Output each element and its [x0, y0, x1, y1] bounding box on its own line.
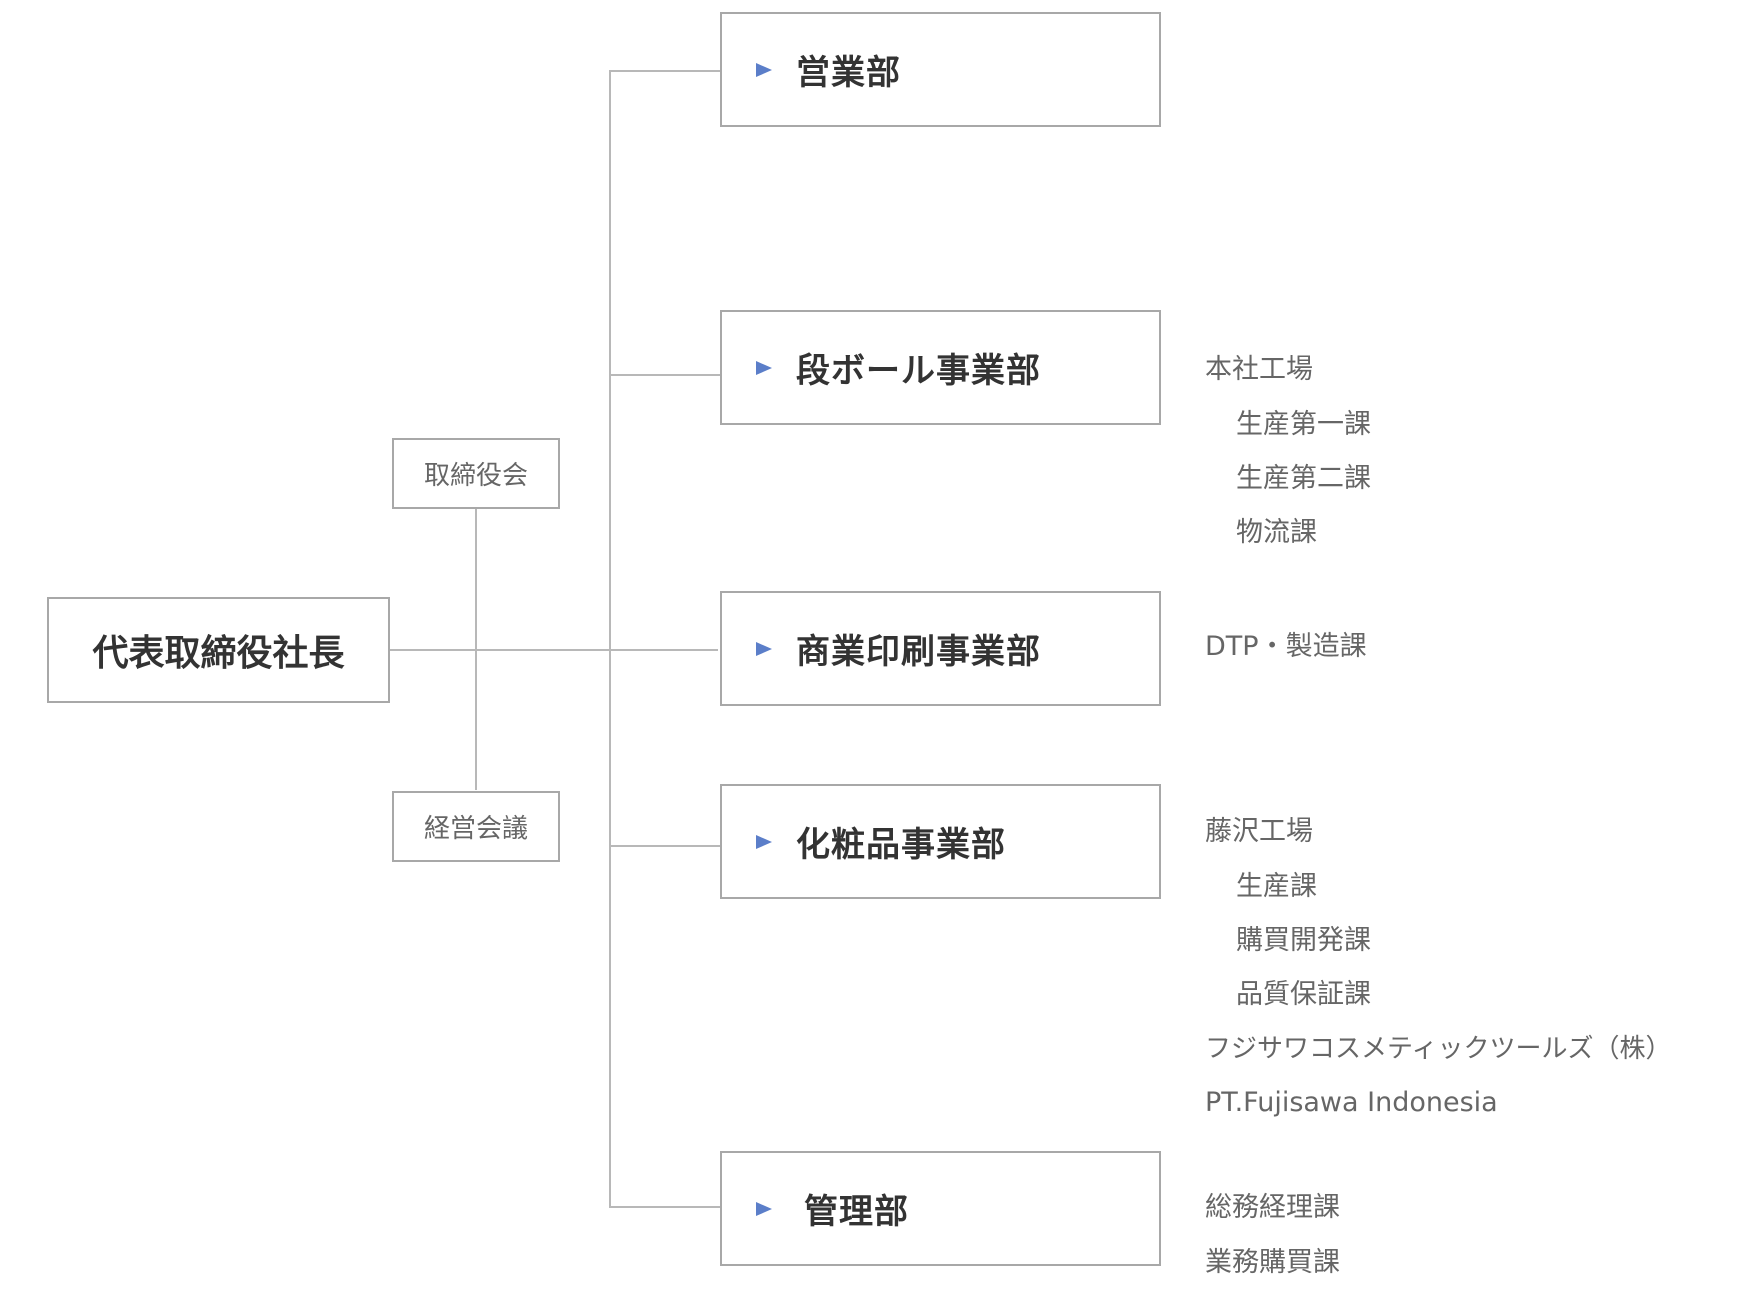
- connector-dept-3: [609, 845, 720, 847]
- subunit-item: 業務購買課: [1205, 1247, 1340, 1278]
- dept-box-cosmetics: 化粧品事業部: [720, 784, 1161, 899]
- connector-trunk: [609, 70, 611, 1208]
- arrow-right-icon: [756, 1201, 772, 1216]
- subunit-item: PT.Fujisawa Indonesia: [1205, 1087, 1498, 1118]
- ceo-label: 代表取締役社長: [92, 633, 345, 674]
- arrow-right-icon: [756, 62, 772, 77]
- dept-label: 段ボール事業部: [796, 351, 1041, 391]
- arrow-right-icon: [756, 834, 772, 849]
- subunit-item: 生産課: [1236, 871, 1317, 902]
- dept-box-sales: 営業部: [720, 12, 1161, 127]
- board-label: 取締役会: [423, 461, 528, 491]
- arrow-right-icon: [756, 641, 772, 656]
- connector-dept-0: [609, 70, 720, 72]
- dept-box-administration: 管理部: [720, 1151, 1161, 1266]
- management-meeting-label: 経営会議: [423, 814, 528, 844]
- dept-label: 化粧品事業部: [796, 825, 1006, 865]
- subunit-item: 購買開発課: [1236, 925, 1371, 956]
- subunit-item: 総務経理課: [1205, 1192, 1340, 1223]
- management-meeting-box: 経営会議: [392, 791, 560, 862]
- dept-box-commercial-printing: 商業印刷事業部: [720, 591, 1161, 706]
- subunit-item: 本社工場: [1205, 354, 1313, 385]
- connector-dept-1: [609, 374, 720, 376]
- dept-box-cardboard: 段ボール事業部: [720, 310, 1161, 425]
- connector-ceo-to-trunk: [390, 649, 718, 651]
- subunit-item: 物流課: [1236, 517, 1317, 548]
- connector-dept-4: [609, 1206, 720, 1208]
- ceo-box: 代表取締役社長: [47, 597, 390, 703]
- subunit-item: 生産第二課: [1236, 463, 1371, 494]
- dept-label: 営業部: [796, 53, 901, 93]
- connector-board-meeting: [475, 508, 477, 790]
- subunit-item: フジサワコスメティックツールズ（株）: [1205, 1034, 1672, 1064]
- subunit-item: 藤沢工場: [1205, 816, 1313, 847]
- arrow-right-icon: [756, 360, 772, 375]
- subunit-item: 品質保証課: [1236, 979, 1371, 1010]
- subunit-item: DTP・製造課: [1205, 631, 1367, 662]
- dept-label: 商業印刷事業部: [796, 632, 1041, 672]
- board-box: 取締役会: [392, 438, 560, 509]
- dept-label: 管理部: [804, 1192, 909, 1232]
- subunit-item: 生産第一課: [1236, 409, 1371, 440]
